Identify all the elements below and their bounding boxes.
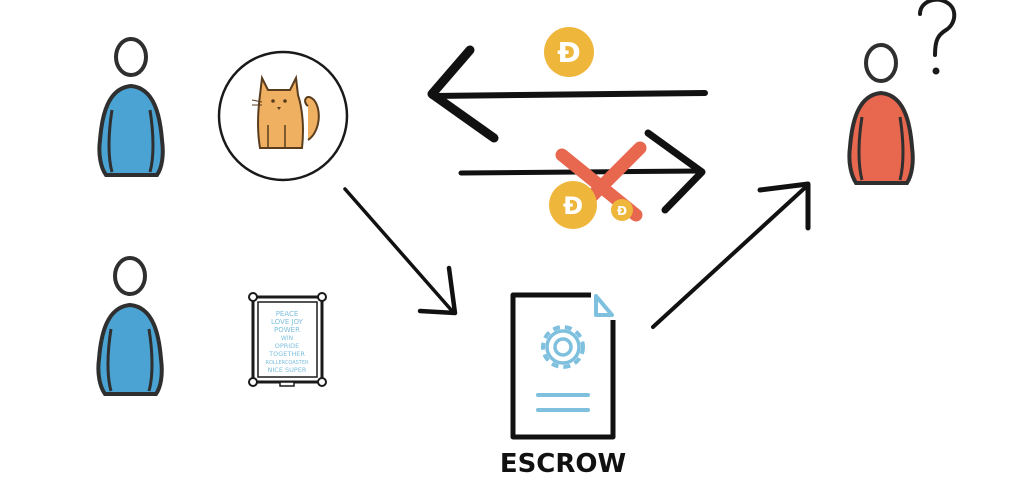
person-bottom-left <box>96 256 164 396</box>
arrow-payment-left <box>427 45 708 143</box>
poster-text-line: PEACE <box>276 310 299 318</box>
arrow-to-escrow <box>343 187 458 316</box>
poster-text-line: WIN <box>281 335 293 342</box>
escrow-label: ESCROW <box>500 449 626 478</box>
poster-text-line: POWER <box>274 326 300 334</box>
dai-coin-small-icon: Đ <box>611 199 633 221</box>
cat-nft <box>217 50 349 182</box>
coin-symbol: Đ <box>557 36 580 69</box>
poster-text-line: ROLLERCOASTER <box>266 360 310 366</box>
coin-symbol: Đ <box>563 192 583 220</box>
dai-coin-icon: Đ <box>544 27 594 77</box>
poster-text-line: OPRIDE <box>275 342 300 350</box>
poster-nft: PEACE LOVE JOY POWER WIN OPRIDE TOGETHER… <box>248 292 327 387</box>
question-mark-icon <box>918 0 957 75</box>
coin-symbol: Đ <box>617 204 627 218</box>
poster-text-line: NICE SUPER <box>268 366 307 374</box>
poster-text-line: LOVE JOY <box>271 318 304 326</box>
person-top-left <box>97 37 165 177</box>
poster-text-line: TOGETHER <box>268 350 305 358</box>
escrow-document-icon <box>510 292 616 440</box>
dai-coin-icon: Đ <box>549 181 597 229</box>
person-buyer <box>847 43 915 185</box>
gear-icon <box>541 325 585 369</box>
arrow-escrow-to-buyer <box>651 181 811 329</box>
